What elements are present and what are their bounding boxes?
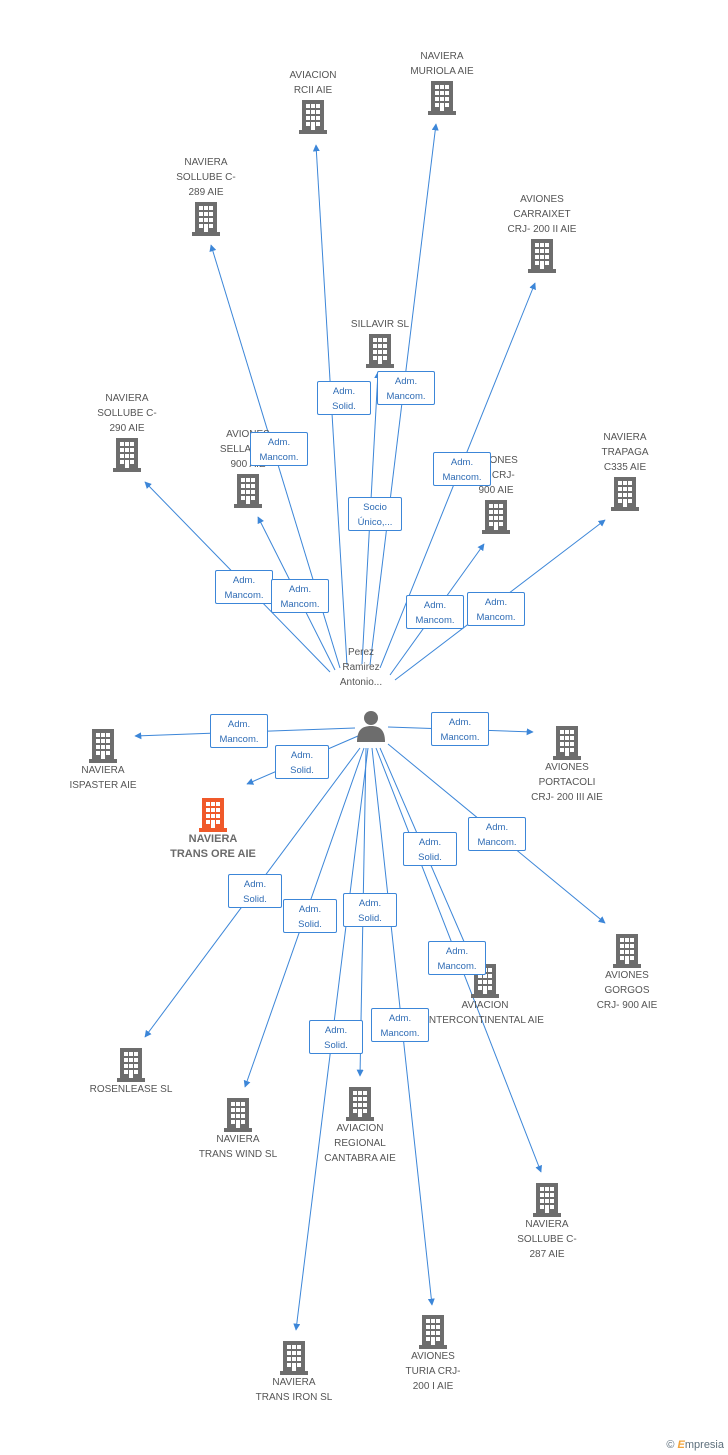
company-label: AVIONES CARRAIXET CRJ- 200 II AIE [507,194,577,235]
company-label: AVIACION INTERCONTINENTAL AIE [426,1000,544,1026]
company-label: ROSENLEASE SL [89,1084,173,1095]
building-icon [613,934,641,968]
company-node[interactable]: NAVIERA SOLLUBE C- 287 AIE [487,1181,607,1262]
company-label: AVIONES TURIA CRJ- 200 I AIE [405,1351,461,1392]
person-label: Perez Ramirez Antonio... [339,647,383,688]
relation-label[interactable]: Adm. Mancom. [468,817,526,851]
relation-label[interactable]: Adm. Mancom. [467,592,525,626]
brand-e: E [677,1439,685,1451]
relation-label[interactable]: Adm. Solid. [343,893,397,927]
relation-label[interactable]: Adm. Mancom. [377,371,435,405]
relation-label[interactable]: Adm. Mancom. [210,714,268,748]
building-icon [280,1341,308,1375]
company-label: SILLAVIR SL [350,319,410,330]
building-icon [199,798,227,832]
company-label: AVIACION REGIONAL CANTABRA AIE [324,1123,396,1164]
building-icon [428,81,456,115]
company-label: NAVIERA TRAPAGA C335 AIE [601,432,649,473]
relation-label[interactable]: Adm. Mancom. [428,941,486,975]
relation-label[interactable]: Adm. Mancom. [215,570,273,604]
company-label: NAVIERA TRANS IRON SL [255,1377,333,1403]
brand-text: mpresia [684,1439,724,1451]
company-node[interactable]: AVIACION RCII AIE [253,68,373,134]
company-node[interactable]: NAVIERA SOLLUBE C- 290 AIE [67,391,187,472]
relation-label[interactable]: Adm. Solid. [403,832,457,866]
building-icon [113,438,141,472]
relation-label[interactable]: Adm. Mancom. [406,595,464,629]
company-node[interactable]: NAVIERA MURIOLA AIE [382,49,502,115]
building-icon [533,1183,561,1217]
company-node[interactable]: AVIACION INTERCONTINENTAL AIE [420,962,550,1028]
company-node[interactable]: NAVIERA TRANS IRON SL [234,1339,354,1405]
building-icon [192,202,220,236]
company-node[interactable]: AVIONES PORTACOLI CRJ- 200 III AIE [507,724,627,805]
building-icon [299,100,327,134]
building-icon [234,474,262,508]
relation-label[interactable]: Adm. Solid. [317,381,371,415]
company-node[interactable]: NAVIERA TRANS WIND SL [178,1096,298,1162]
building-icon [366,334,394,368]
relation-label[interactable]: Adm. Mancom. [371,1008,429,1042]
company-node[interactable]: AVIONES CARRAIXET CRJ- 200 II AIE [482,192,602,273]
company-node[interactable]: NAVIERA SOLLUBE C- 289 AIE [146,155,266,236]
company-label: NAVIERA MURIOLA AIE [410,51,474,77]
relation-label[interactable]: Adm. Mancom. [433,452,491,486]
relation-label[interactable]: Adm. Mancom. [250,432,308,466]
relation-label[interactable]: Adm. Solid. [309,1020,363,1054]
building-icon [224,1098,252,1132]
building-icon [117,1048,145,1082]
brand-logo: © Empresia [666,1439,724,1451]
company-node[interactable]: SILLAVIR SL [320,317,440,368]
company-label: NAVIERA ISPASTER AIE [69,765,137,791]
building-icon [482,500,510,534]
company-label: NAVIERA SOLLUBE C- 287 AIE [517,1219,577,1260]
relation-label[interactable]: Socio Único,... [348,497,402,531]
relation-label[interactable]: Adm. Mancom. [431,712,489,746]
company-label: AVIONES GORGOS CRJ- 900 AIE [596,970,658,1011]
company-node[interactable]: AVIONES TURIA CRJ- 200 I AIE [373,1313,493,1394]
building-icon [419,1315,447,1349]
company-node[interactable]: AVIACION REGIONAL CANTABRA AIE [300,1085,420,1166]
person-node[interactable]: Perez Ramirez Antonio... [340,647,386,744]
relation-label[interactable]: Adm. Solid. [228,874,282,908]
person-icon [357,711,385,742]
focus-company-node[interactable]: NAVIERA TRANS ORE AIE [153,796,273,862]
company-node[interactable]: ROSENLEASE SL [71,1046,191,1097]
focus-company-label: NAVIERA TRANS ORE AIE [170,833,256,860]
company-node[interactable]: NAVIERA ISPASTER AIE [43,727,163,793]
building-icon [89,729,117,763]
relation-label[interactable]: Adm. Mancom. [271,579,329,613]
company-label: AVIONES PORTACOLI CRJ- 200 III AIE [531,762,603,803]
company-label: NAVIERA SOLLUBE C- 289 AIE [176,157,236,198]
company-label: AVIACION RCII AIE [289,70,337,96]
company-label: NAVIERA TRANS WIND SL [198,1134,278,1160]
relation-label[interactable]: Adm. Solid. [275,745,329,779]
copyright-symbol: © [666,1439,675,1451]
company-node[interactable]: NAVIERA TRAPAGA C335 AIE [565,430,685,511]
building-icon [553,726,581,760]
building-icon [528,239,556,273]
company-node[interactable]: AVIONES GORGOS CRJ- 900 AIE [567,932,687,1013]
relation-label[interactable]: Adm. Solid. [283,899,337,933]
building-icon [346,1087,374,1121]
company-label: NAVIERA SOLLUBE C- 290 AIE [97,393,157,434]
building-icon [611,477,639,511]
